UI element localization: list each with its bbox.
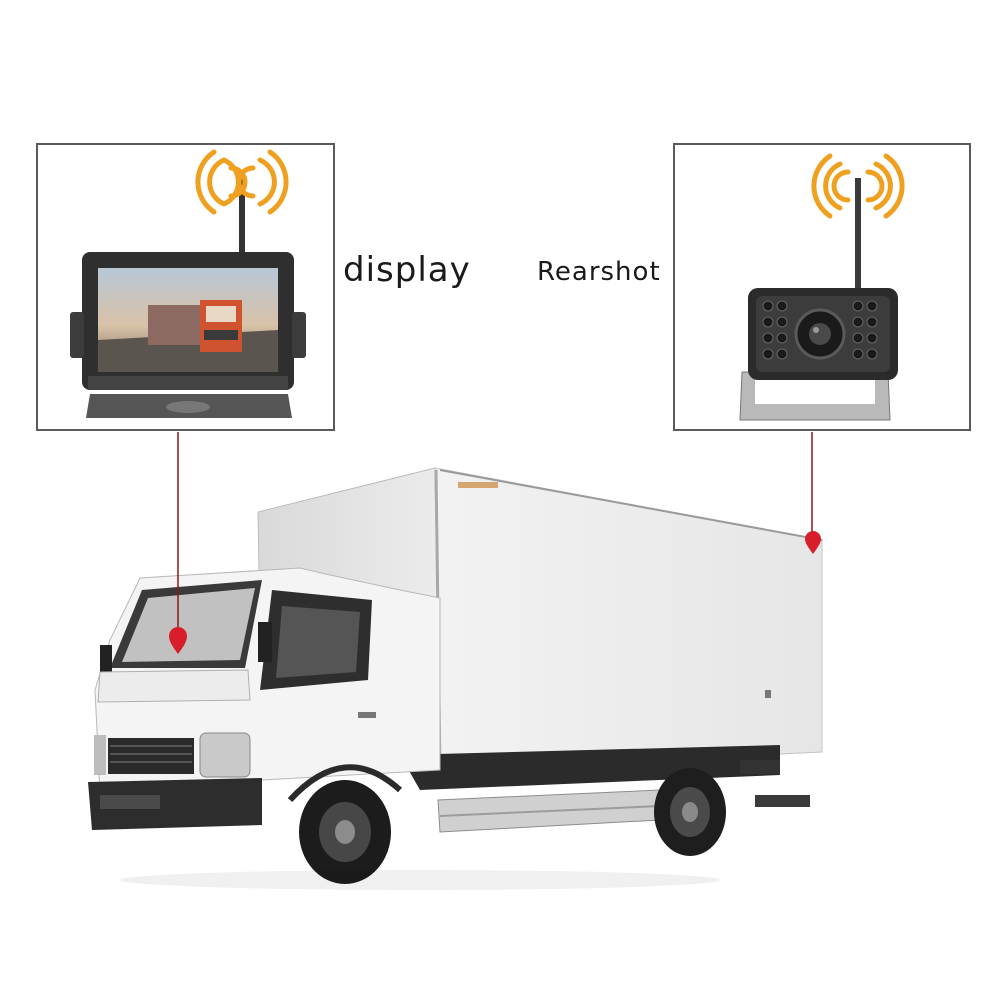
map-pin-icon [805, 531, 821, 554]
rear-camera-panel-frame [673, 143, 971, 431]
truck-illustration [88, 467, 823, 890]
rearshot-label: Rearshot [537, 257, 661, 287]
wifi-signal-icon [195, 149, 289, 215]
display-label: display [343, 250, 471, 290]
display-panel-frame [36, 143, 335, 431]
wireless-monitor-illustration [70, 175, 306, 418]
map-pin-icon [169, 627, 187, 654]
backup-camera-illustration [739, 178, 898, 421]
wifi-signal-icon [811, 153, 905, 219]
